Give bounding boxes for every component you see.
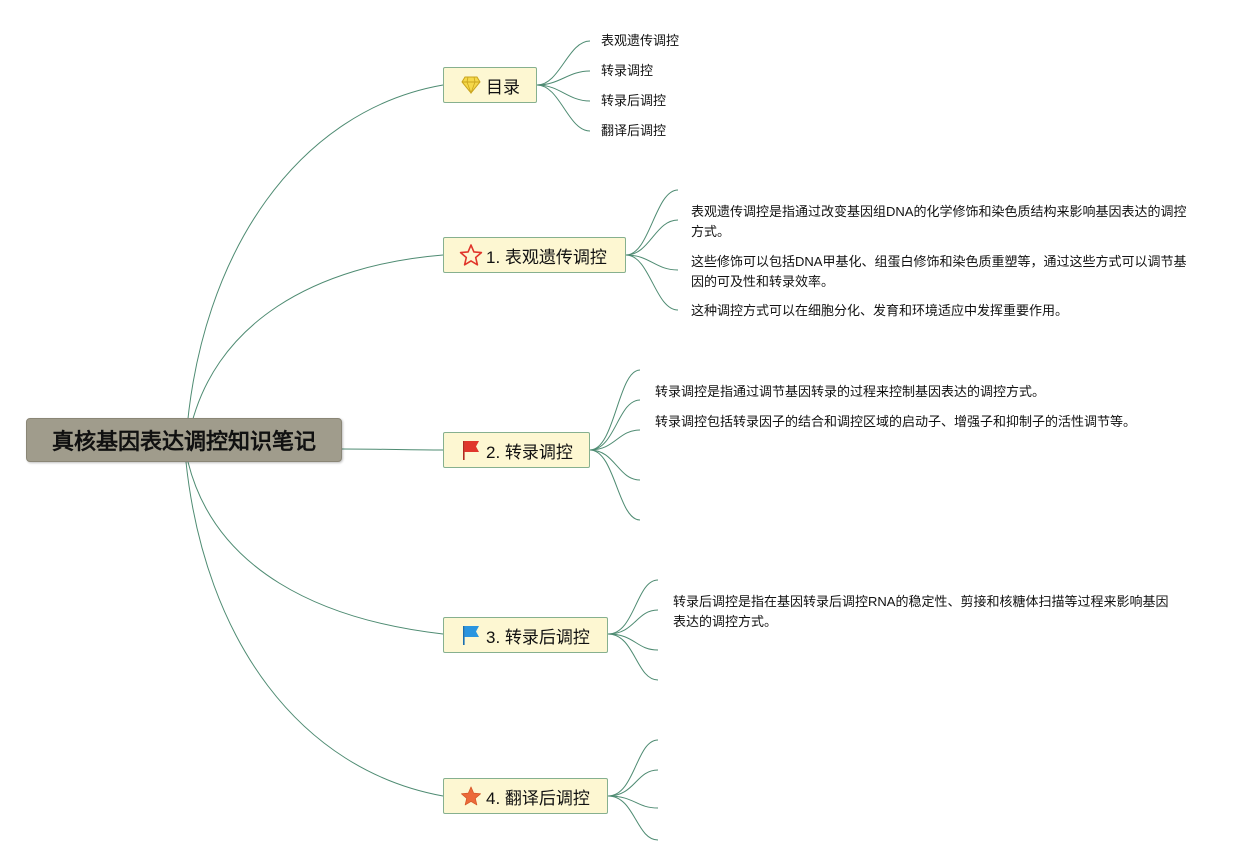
link-catalog-1 — [536, 40, 591, 86]
star-outline-icon — [458, 242, 484, 268]
link-transcription-1 — [589, 369, 641, 451]
link-posttl-2 — [607, 769, 659, 797]
link-transcription-4 — [589, 449, 641, 481]
leaf-catalog-2[interactable]: 转录调控 — [601, 63, 654, 78]
link-epigenetic-1 — [625, 189, 679, 256]
leaf-posttx-1[interactable]: 转录后调控是指在基因转录后调控RNA的稳定性、剪接和核糖体扫描等过程来影响基因表… — [673, 594, 1169, 629]
root-title: 真核基因表达调控知识笔记 — [51, 429, 316, 454]
leaf-transcription-1[interactable]: 转录调控是指通过调节基因转录的过程来控制基因表达的调控方式。 — [655, 384, 1046, 399]
blue-flag-icon — [458, 622, 484, 648]
link-root-catalog — [185, 84, 444, 441]
link-catalog-4 — [536, 84, 591, 132]
link-transcription-3 — [589, 429, 641, 451]
branch-label: 4. 翻译后调控 — [486, 788, 590, 808]
branch-post-translation[interactable]: 4. 翻译后调控 — [443, 778, 608, 814]
link-posttx-2 — [607, 609, 659, 635]
leaf-epigenetic-3[interactable]: 这种调控方式可以在细胞分化、发育和环境适应中发挥重要作用。 — [691, 303, 1069, 318]
link-root-post-translation — [185, 461, 444, 797]
link-root-epigenetic — [187, 254, 444, 441]
branch-post-transcription[interactable]: 3. 转录后调控 — [443, 617, 608, 653]
branch-label: 1. 表观遗传调控 — [486, 247, 607, 267]
link-transcription-5 — [589, 449, 641, 521]
leaf-catalog-3[interactable]: 转录后调控 — [601, 93, 667, 108]
branch-label: 2. 转录调控 — [486, 442, 573, 462]
link-posttl-4 — [607, 795, 659, 841]
leaf-epigenetic-1[interactable]: 表观遗传调控是指通过改变基因组DNA的化学修饰和染色质结构来影响基因表达的调控方… — [691, 204, 1187, 239]
link-epigenetic-2 — [625, 219, 679, 256]
gem-icon — [458, 72, 484, 98]
leaf-transcription-2[interactable]: 转录调控包括转录因子的结合和调控区域的启动子、增强子和抑制子的活性调节等。 — [655, 414, 1137, 429]
link-epigenetic-3 — [625, 254, 679, 271]
branch-epigenetic[interactable]: 1. 表观遗传调控 — [443, 237, 626, 273]
branch-label: 目录 — [486, 77, 520, 97]
link-catalog-2 — [536, 70, 591, 86]
link-root-post-transcription — [187, 461, 444, 635]
orange-star-icon — [458, 783, 484, 809]
link-root-transcription — [341, 448, 444, 451]
link-posttx-4 — [607, 633, 659, 681]
leaf-epigenetic-2[interactable]: 这些修饰可以包括DNA甲基化、组蛋白修饰和染色质重塑等，通过这些方式可以调节基因… — [691, 254, 1187, 289]
link-transcription-2 — [589, 399, 641, 451]
leaf-catalog-4[interactable]: 翻译后调控 — [601, 123, 667, 138]
link-posttl-1 — [607, 739, 659, 797]
leaf-catalog-1[interactable]: 表观遗传调控 — [601, 33, 680, 48]
root-topic[interactable]: 真核基因表达调控知识笔记 — [26, 418, 342, 462]
link-epigenetic-4 — [625, 254, 679, 311]
link-posttx-1 — [607, 579, 659, 635]
red-flag-icon — [458, 437, 484, 463]
branch-catalog[interactable]: 目录 — [443, 67, 537, 103]
branch-transcription[interactable]: 2. 转录调控 — [443, 432, 590, 468]
branch-label: 3. 转录后调控 — [486, 627, 590, 647]
link-posttx-3 — [607, 633, 659, 651]
